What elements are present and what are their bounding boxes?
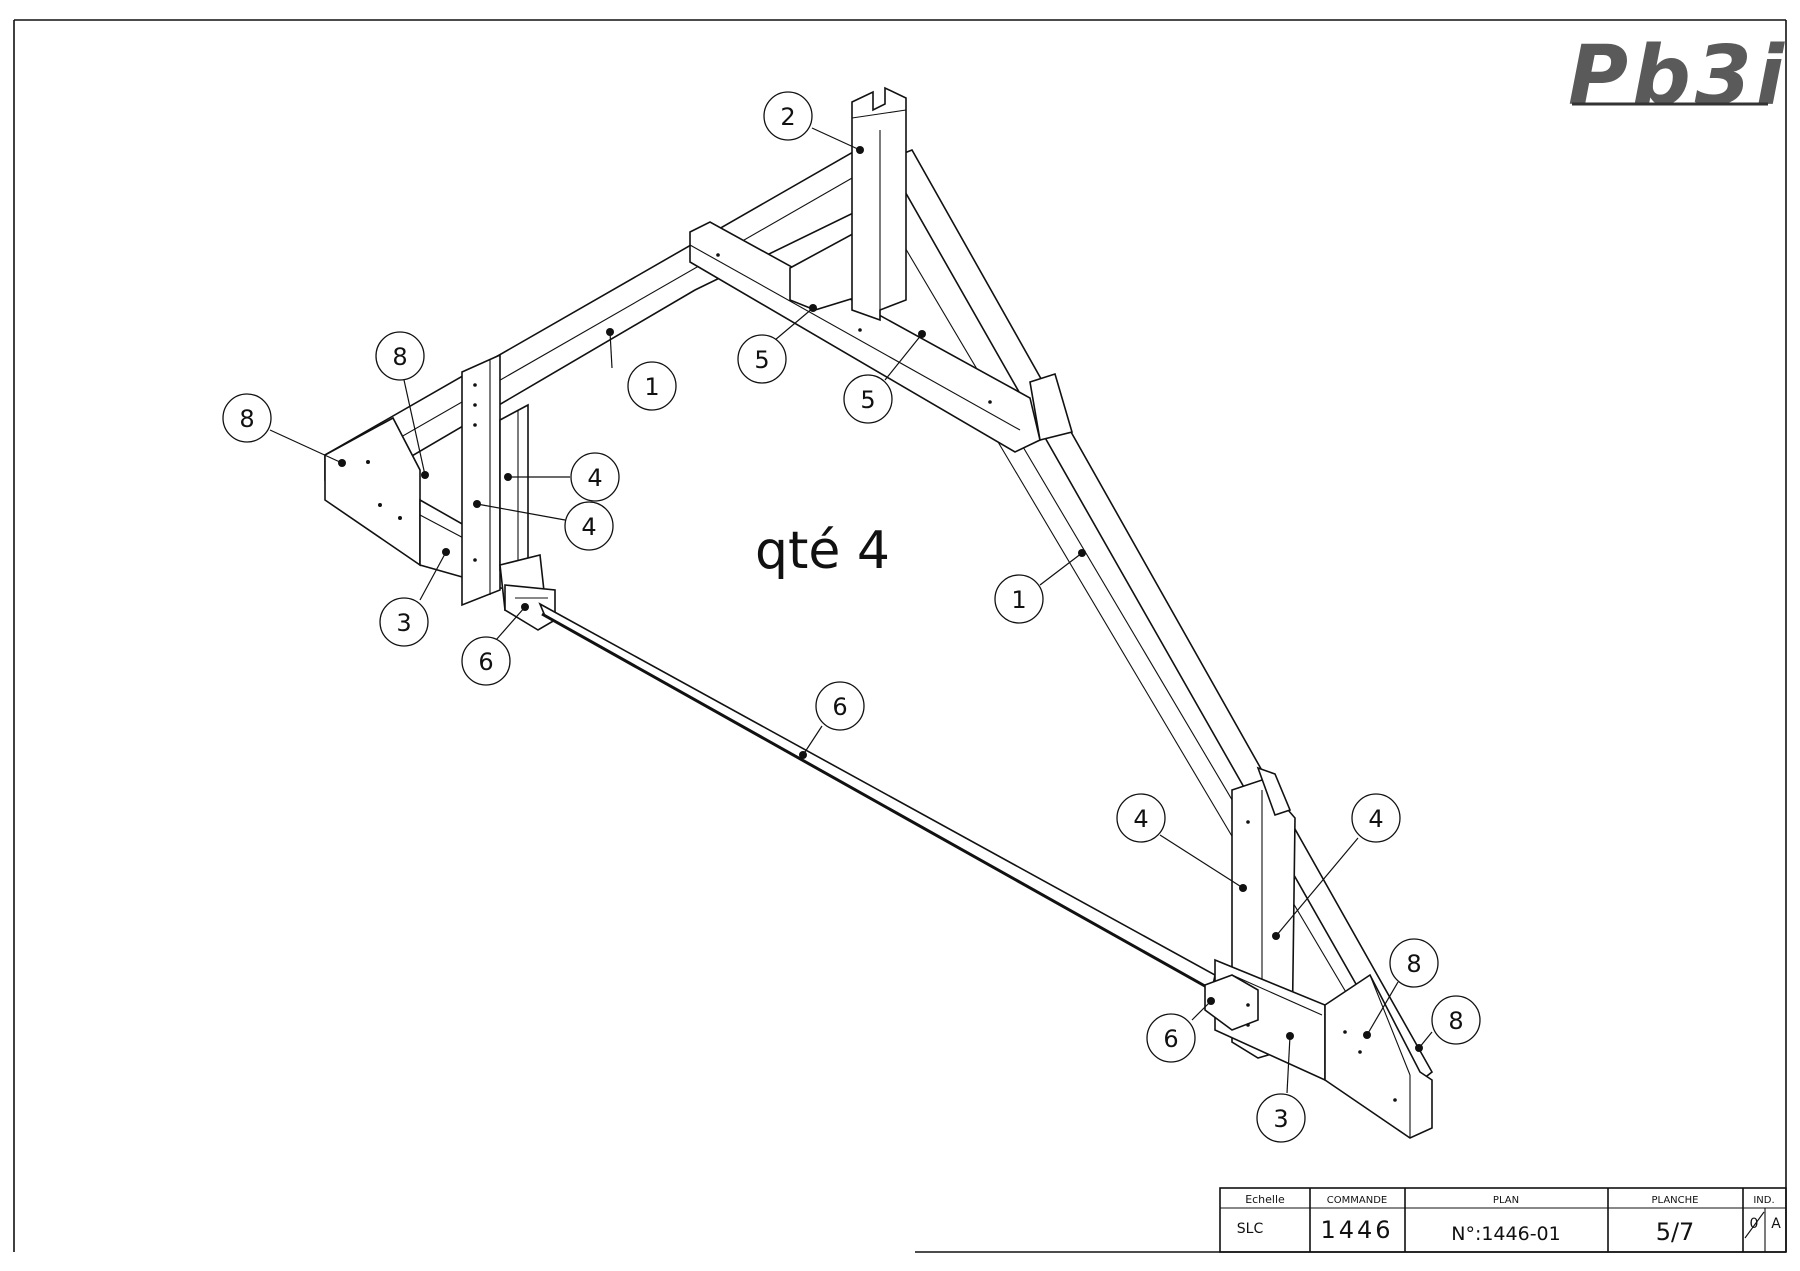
logo-text: Pb3i <box>1568 29 1788 124</box>
echelle-label: Echelle <box>1245 1193 1285 1206</box>
callout-1-upper: 1 <box>606 328 677 411</box>
callout-4-left-b: 4 <box>473 500 614 551</box>
svg-text:5: 5 <box>754 346 769 374</box>
svg-text:4: 4 <box>581 513 596 541</box>
svg-text:6: 6 <box>1163 1025 1178 1053</box>
svg-text:3: 3 <box>396 609 411 637</box>
planche-label: PLANCHE <box>1652 1195 1699 1206</box>
ind-struck-value: 0 <box>1750 1216 1759 1232</box>
callout-8-left-upper: 8 <box>375 331 429 479</box>
svg-text:1: 1 <box>1011 586 1026 614</box>
callout-4-right-b: 4 <box>1272 793 1401 940</box>
svg-text:6: 6 <box>478 648 493 676</box>
svg-text:1: 1 <box>644 373 659 401</box>
svg-text:5: 5 <box>860 386 875 414</box>
callout-1-right: 1 <box>994 549 1086 624</box>
echelle-value: SLC <box>1237 1221 1264 1237</box>
quantity-note: qté 4 <box>755 521 890 581</box>
fixing-holes <box>366 253 1397 1102</box>
pb3i-logo: Pb3i <box>1568 29 1788 124</box>
tie-rod-part-6 <box>538 602 1216 992</box>
svg-text:3: 3 <box>1273 1105 1288 1133</box>
svg-text:2: 2 <box>780 103 795 131</box>
bracket-part-6-left <box>504 584 556 631</box>
callout-8-right-a: 8 <box>1363 938 1439 1039</box>
ind-value: A <box>1771 1216 1781 1232</box>
plan-value: N°:1446-01 <box>1451 1223 1561 1245</box>
callout-6-right: 6 <box>1146 997 1215 1063</box>
svg-text:8: 8 <box>392 343 407 371</box>
svg-text:8: 8 <box>239 405 254 433</box>
planche-value: 5/7 <box>1656 1218 1695 1246</box>
callout-5-right: 5 <box>843 330 926 424</box>
svg-text:4: 4 <box>587 464 602 492</box>
triangle-frame-assembly <box>324 86 1434 1139</box>
svg-text:8: 8 <box>1406 950 1421 978</box>
title-block: Echelle SLC COMMANDE 1446 PLAN N°:1446-0… <box>1219 1187 1787 1253</box>
svg-text:4: 4 <box>1133 805 1148 833</box>
post-part-2 <box>851 86 907 322</box>
callout-2: 2 <box>763 91 864 154</box>
callout-6-left: 6 <box>461 603 529 686</box>
callout-8-left-outer: 8 <box>222 393 346 467</box>
callout-3-right: 3 <box>1256 1032 1306 1143</box>
svg-text:6: 6 <box>832 693 847 721</box>
callout-5-left: 5 <box>737 304 817 384</box>
ind-label: IND. <box>1753 1195 1774 1206</box>
callout-4-left-a: 4 <box>504 452 620 502</box>
svg-text:8: 8 <box>1448 1007 1463 1035</box>
callout-8-right-b: 8 <box>1415 995 1481 1052</box>
svg-text:4: 4 <box>1368 805 1383 833</box>
commande-value: 1446 <box>1320 1216 1393 1244</box>
plate-part-8-right <box>1324 973 1433 1139</box>
callout-3-left: 3 <box>379 548 450 647</box>
bracket-part-6-right <box>1204 974 1259 1031</box>
callout-4-right-a: 4 <box>1116 793 1247 892</box>
commande-label: COMMANDE <box>1327 1195 1387 1206</box>
plan-label: PLAN <box>1493 1195 1519 1206</box>
callout-6-rod: 6 <box>799 681 865 759</box>
